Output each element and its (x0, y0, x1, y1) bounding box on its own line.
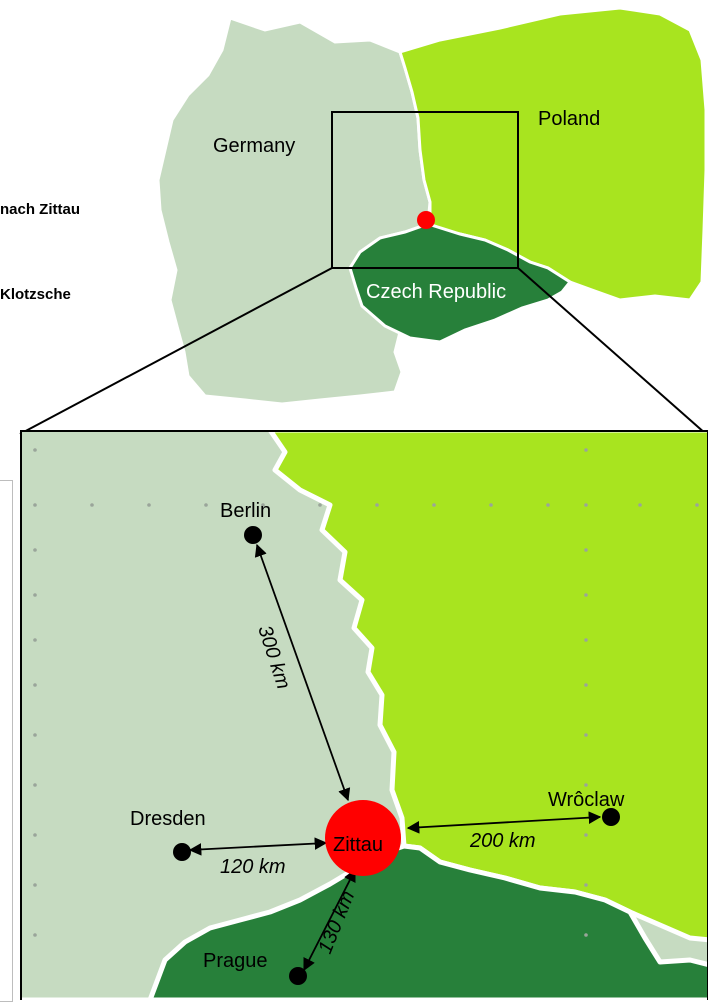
overview-label-czech: Czech Republic (366, 281, 506, 303)
distance-line-berlin (254, 543, 351, 802)
grid-dot (432, 503, 436, 507)
grid-dot (33, 593, 37, 597)
detail-grid-dots (33, 448, 699, 937)
distance-line-wroclaw (406, 811, 602, 834)
grid-dot (33, 783, 37, 787)
city-label-dresden: Dresden (130, 808, 206, 830)
overview-poland-region (398, 6, 708, 302)
grid-dot (584, 783, 588, 787)
distance-label-dresden: 120 km (220, 856, 286, 878)
distance-line-prague (303, 868, 356, 972)
distance-lines (188, 543, 602, 972)
city-dot-prague (289, 967, 307, 985)
grid-dot (90, 503, 94, 507)
overview-label-poland: Poland (538, 108, 600, 130)
grid-dot (33, 503, 37, 507)
grid-dot (584, 683, 588, 687)
grid-dot (375, 503, 379, 507)
city-dot-dresden (173, 843, 191, 861)
grid-dot (204, 503, 208, 507)
grid-dot (584, 503, 588, 507)
grid-dot (33, 448, 37, 452)
grid-dot (546, 503, 550, 507)
grid-dot (584, 448, 588, 452)
grid-dot (33, 833, 37, 837)
overview-zoom-frame (331, 111, 519, 269)
grid-dot (584, 548, 588, 552)
city-dot-berlin (244, 526, 262, 544)
grid-dot (638, 503, 642, 507)
city-marker-zittau (325, 800, 401, 876)
detail-czech-region (20, 843, 708, 1000)
grid-dot (584, 883, 588, 887)
grid-dot (33, 883, 37, 887)
grid-dot (584, 833, 588, 837)
city-label-wroclaw: Wrôclaw (548, 789, 625, 811)
grid-dot (584, 638, 588, 642)
city-label-prague: Prague (203, 950, 268, 972)
city-label-berlin: Berlin (220, 500, 271, 522)
grid-dot (489, 503, 493, 507)
city-label-zittau: Zittau (333, 834, 383, 856)
overview-map: Germany Poland Czech Republic (156, 6, 708, 406)
city-dot-wroclaw (602, 808, 620, 826)
overview-zittau-marker (417, 211, 435, 229)
grid-dot (584, 593, 588, 597)
grid-dot (261, 503, 265, 507)
grid-dot (33, 638, 37, 642)
grid-dot (695, 503, 699, 507)
grid-dot (318, 503, 322, 507)
grid-dot (33, 733, 37, 737)
side-label-nach-zittau: nach Zittau (0, 201, 81, 218)
grid-dot (584, 733, 588, 737)
distance-label-wroclaw: 200 km (469, 830, 536, 852)
detail-map (20, 430, 708, 1000)
grid-dot (33, 548, 37, 552)
overview-germany-region (156, 16, 432, 406)
detail-frame (20, 430, 708, 1000)
grid-dot (33, 933, 37, 937)
distance-line-dresden (188, 837, 328, 856)
zoom-connector-right (517, 267, 707, 435)
grid-dot (584, 933, 588, 937)
side-label-klotzsche: Klotzsche (0, 286, 71, 303)
overview-czech-region (348, 222, 573, 344)
grid-dot (147, 503, 151, 507)
overview-label-germany: Germany (213, 135, 295, 157)
grid-dot (33, 683, 37, 687)
zoom-connector-left (19, 267, 333, 435)
